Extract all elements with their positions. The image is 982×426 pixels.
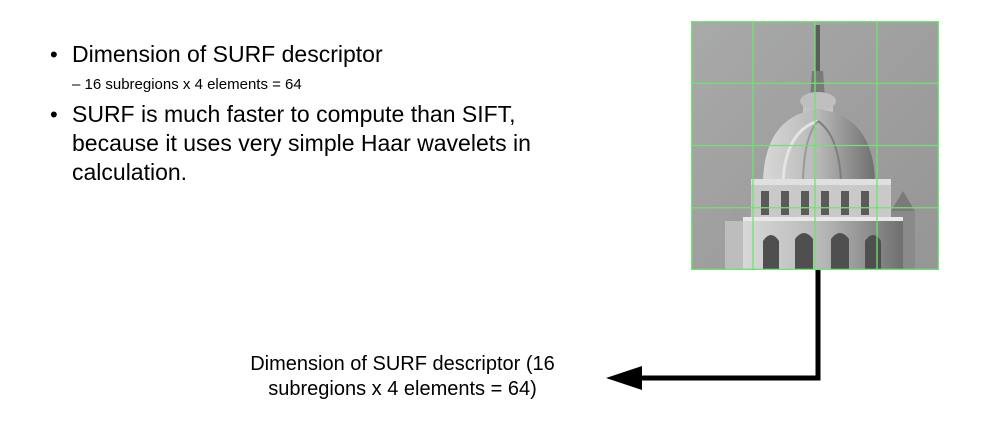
building-photo [691, 21, 939, 270]
bullet-item: • Dimension of SURF descriptor [50, 40, 650, 70]
bullet-list: • Dimension of SURF descriptor – 16 subr… [50, 40, 650, 187]
bullet-dot-icon: • [50, 102, 58, 127]
building-image [691, 21, 939, 270]
bullet-item: • SURF is much faster to compute than SI… [50, 100, 650, 187]
arrowhead-icon [606, 366, 642, 390]
bullet-text-dimension: Dimension of SURF descriptor [72, 41, 383, 67]
subregion-grid [691, 21, 939, 270]
figure-caption: Dimension of SURF descriptor (16 subregi… [250, 353, 555, 400]
bullet-text-speed: SURF is much faster to compute than SIFT… [72, 101, 531, 185]
bullet-dot-icon: • [50, 42, 58, 67]
sub-bullet-text: – 16 subregions x 4 elements = 64 [72, 76, 302, 93]
